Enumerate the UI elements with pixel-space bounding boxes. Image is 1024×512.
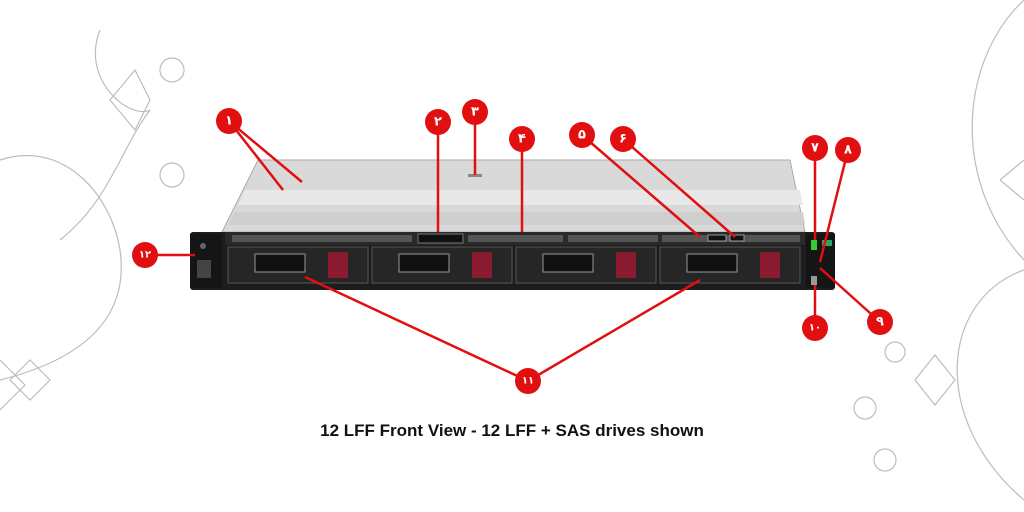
callout-label: ۲ (434, 115, 442, 130)
callout-6: ۶ (610, 126, 636, 152)
callout-label: ۱ (225, 114, 233, 129)
leader-lines (145, 112, 881, 383)
serial-label-tab (468, 174, 482, 177)
callout-label: ۱۰ (809, 323, 821, 334)
drive-bay[interactable] (659, 246, 801, 284)
callout-label: ۹ (876, 315, 884, 330)
caption: 12 LFF Front View - 12 LFF + SAS drives … (320, 421, 704, 440)
callout-9: ۹ (867, 309, 893, 335)
callout-4: ۴ (509, 126, 535, 152)
callout-label: ۱۲ (139, 250, 151, 261)
callout-label: ۵ (578, 128, 586, 143)
background-decoration (0, 0, 1024, 501)
drive-bay[interactable] (371, 246, 513, 284)
optical-drive (417, 233, 464, 244)
callout-label: ۴ (518, 132, 526, 147)
callout-3: ۳ (462, 99, 488, 125)
usb-port (707, 234, 727, 242)
power-button[interactable] (811, 240, 817, 250)
callout-11: ۱۱ (515, 368, 541, 394)
callout-1: ۱ (216, 108, 242, 134)
callouts: ۱ ۲ ۳ ۴ ۵ ۶ ۷ ۸ ۹ ۱۰ ۱۱ ۱۲ (132, 99, 893, 394)
callout-2: ۲ (425, 109, 451, 135)
ilo-port (811, 276, 817, 285)
callout-label: ۷ (811, 141, 819, 156)
callout-label: ۱۱ (522, 376, 534, 387)
display-port (729, 234, 745, 242)
drive-bay[interactable] (515, 246, 657, 284)
callout-10: ۱۰ (802, 315, 828, 341)
callout-label: ۸ (844, 143, 852, 158)
callout-12: ۱۲ (132, 242, 158, 268)
callout-8: ۸ (835, 137, 861, 163)
drive-bay[interactable] (227, 246, 369, 284)
drive-bays (227, 246, 801, 284)
callout-5: ۵ (569, 122, 595, 148)
callout-7: ۷ (802, 135, 828, 161)
callout-label: ۶ (619, 132, 627, 147)
callout-label: ۳ (471, 105, 479, 120)
